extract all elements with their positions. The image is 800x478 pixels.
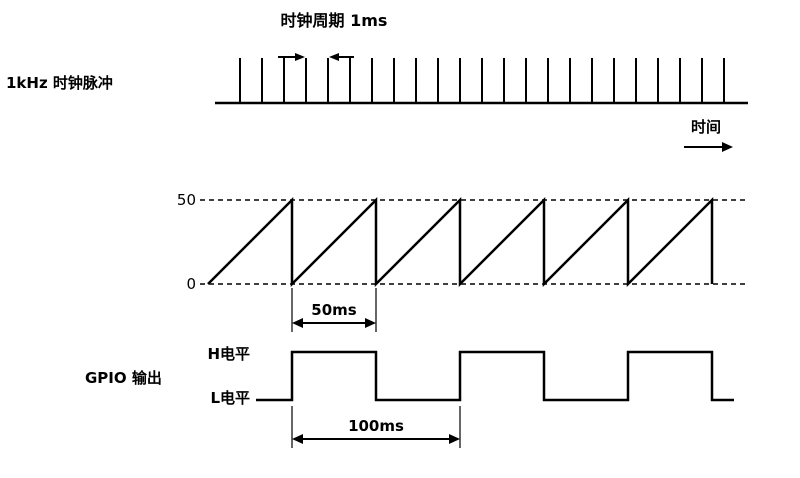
gpio-low-level-label: L电平 bbox=[210, 389, 250, 407]
counter-period-arrow-head-left bbox=[292, 318, 303, 328]
clock-period-arrow-left-head bbox=[295, 53, 305, 61]
gpio-high-level-label: H电平 bbox=[207, 345, 250, 363]
gpio-signal-label: GPIO 输出 bbox=[85, 369, 162, 387]
gpio-period-label: 100ms bbox=[348, 417, 404, 435]
counter-period-annotation: 50ms bbox=[291, 288, 377, 332]
clock-waveform-section: 时钟周期 1ms 1kHz 时钟脉冲 时间 bbox=[6, 11, 748, 152]
clock-signal-label: 1kHz 时钟脉冲 bbox=[6, 74, 113, 92]
clock-pulse-train bbox=[239, 58, 725, 103]
gpio-period-arrow-head-left bbox=[292, 434, 303, 444]
clock-period-arrows bbox=[278, 53, 354, 61]
gpio-waveform-section: GPIO 输出 H电平 L电平 100ms bbox=[85, 345, 734, 448]
gpio-period-arrow-head-right bbox=[449, 434, 460, 444]
gpio-square-wave bbox=[256, 350, 734, 402]
time-axis-arrow-head bbox=[722, 142, 733, 152]
clock-period-arrow-right-head bbox=[329, 53, 339, 61]
counter-period-arrow-head-right bbox=[365, 318, 376, 328]
gpio-period-annotation: 100ms bbox=[291, 406, 461, 448]
clock-period-label: 时钟周期 1ms bbox=[281, 11, 388, 30]
counter-period-label: 50ms bbox=[311, 301, 357, 319]
counter-min-value-label: 0 bbox=[186, 275, 196, 293]
counter-max-value-label: 50 bbox=[177, 191, 196, 209]
counter-waveform-section: 50 0 50ms bbox=[177, 191, 748, 332]
counter-sawtooth-wave bbox=[207, 196, 714, 288]
time-axis-label: 时间 bbox=[691, 118, 721, 136]
